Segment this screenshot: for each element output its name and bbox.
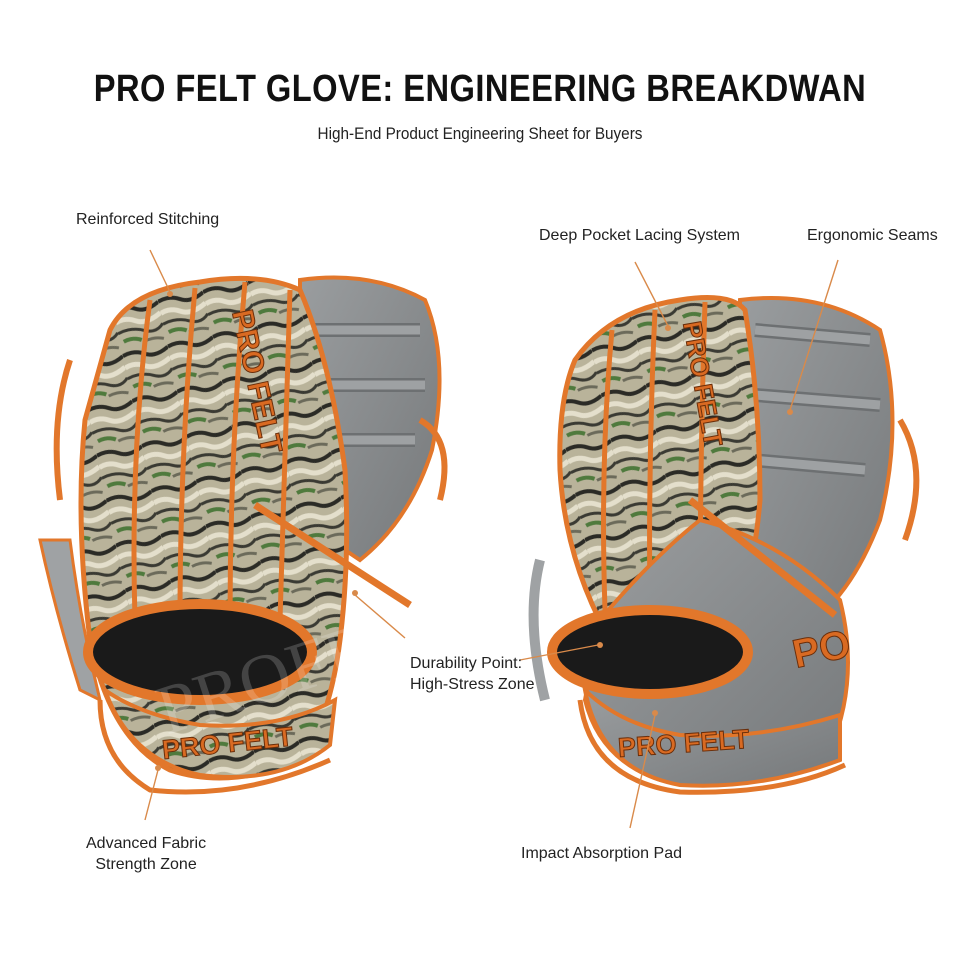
leader-fabric-zone (144, 769, 159, 821)
page-title: PRO FELT GLOVE: ENGINEERING BREAKDWAN (93, 68, 867, 110)
right-glove-strap (581, 684, 842, 788)
right-glove-lace-tail (687, 497, 838, 618)
leader-impact-pad (629, 714, 656, 829)
callout-reinforced-stitching: Reinforced Stitching (76, 211, 220, 228)
left-glove-wrist-opening (83, 599, 317, 705)
callout-deep-pocket: Deep Pocket Lacing System (539, 227, 740, 244)
left-glove-lace-tail (253, 502, 412, 608)
callout-durability-line1: Durability Point: (410, 655, 523, 672)
callout-fabric-line2: Strength Zone (95, 855, 197, 873)
right-glove-wrist-opening (547, 605, 753, 699)
left-glove-strap (100, 684, 338, 779)
page-subtitle: High-End Product Engineering Sheet for B… (317, 124, 643, 143)
callout-fabric-line1: Advanced Fabric (86, 835, 207, 852)
left-glove: PRO FELT PRO FELT (38, 275, 448, 795)
leader-reinforced-stitching (149, 249, 171, 293)
leader-durability-right (519, 644, 599, 661)
callout-durability-point: Durability Point: High-Stress Zone (410, 654, 535, 696)
leader-deep-pocket (634, 261, 669, 327)
callout-impact-pad: Impact Absorption Pad (521, 845, 682, 862)
callout-ergonomic-seams: Ergonomic Seams (807, 227, 938, 244)
callout-durability-line2: High-Stress Zone (410, 675, 535, 693)
right-glove: PRO FELT PO PRO FELT (528, 295, 920, 795)
callout-fabric-zone: Advanced Fabric Strength Zone (86, 834, 206, 876)
leader-ergonomic-seams (789, 259, 839, 411)
leader-lines (144, 249, 839, 829)
leader-durability-left (354, 594, 406, 639)
